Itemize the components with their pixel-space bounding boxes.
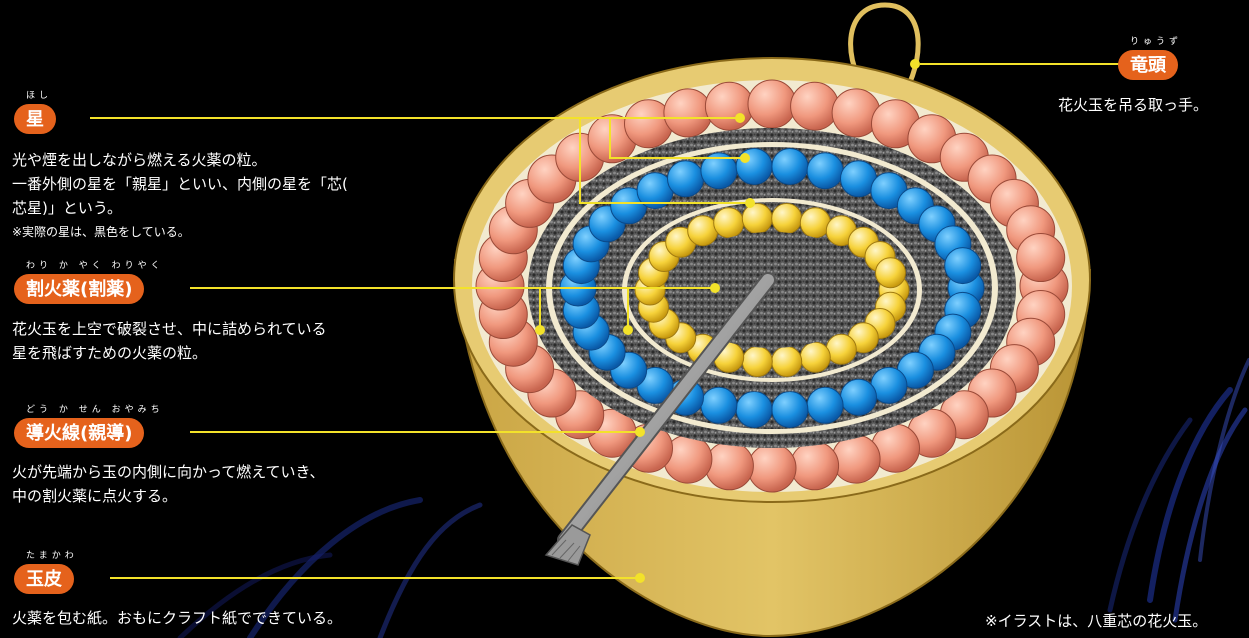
title-warikayaku: 割火薬(割薬) — [26, 279, 132, 300]
outer-star — [664, 89, 712, 137]
desc-warikayaku-line1: 花火玉を上空で破裂させ、中に詰められている — [12, 317, 327, 341]
desc-doukasen-line2: 中の割火薬に点火する。 — [12, 484, 324, 508]
outer-star — [791, 442, 839, 490]
outer-star — [705, 82, 753, 130]
yellow-star — [772, 204, 802, 234]
desc-hoshi-line1: 光や煙を出しながら燃える火薬の粒。 — [12, 148, 348, 172]
core-powder — [672, 232, 872, 348]
desc-ryuzu: 花火玉を吊る取っ手。 — [1058, 93, 1208, 117]
desc-hoshi-line2: 一番外側の星を「親星」といい、内側の星を「芯( — [12, 172, 348, 196]
desc-hoshi: 光や煙を出しながら燃える火薬の粒。 一番外側の星を「親星」といい、内側の星を「芯… — [12, 148, 348, 244]
blue-star — [736, 392, 772, 428]
blue-star — [736, 149, 772, 185]
label-doukasen: どう か せん おやみち 導火線(親導) — [14, 418, 144, 448]
footnote: ※イラストは、八重芯の花火玉。 — [985, 610, 1207, 631]
blue-star — [945, 248, 981, 284]
outer-star — [705, 442, 753, 490]
desc-warikayaku: 花火玉を上空で破裂させ、中に詰められている 星を飛ばすための火薬の粒。 — [12, 317, 327, 365]
ruby-doukasen: どう か せん おやみち — [26, 405, 132, 415]
blue-star — [701, 387, 737, 423]
yellow-star — [876, 258, 906, 288]
ruby-tamakawa: たまかわ — [26, 551, 62, 561]
outer-star — [832, 435, 880, 483]
yellow-star — [826, 334, 856, 364]
desc-doukasen-line1: 火が先端から玉の内側に向かって燃えていき、 — [12, 460, 324, 484]
outer-star — [748, 444, 796, 492]
desc-hoshi-line3: 芯星)」という。 — [12, 196, 348, 220]
blue-star — [807, 153, 843, 189]
blue-star — [668, 161, 704, 197]
desc-tamakawa-line1: 火薬を包む紙。おもにクラフト紙でできている。 — [12, 606, 342, 630]
label-ryuzu: りゅうず 竜頭 — [1118, 50, 1178, 80]
yellow-star — [800, 342, 830, 372]
yellow-star — [742, 204, 772, 234]
desc-tamakawa: 火薬を包む紙。おもにクラフト紙でできている。 — [12, 606, 342, 630]
outer-star — [1017, 234, 1065, 282]
ruby-ryuzu: りゅうず — [1130, 37, 1166, 47]
desc-hoshi-note: ※実際の星は、黒色をしている。 — [12, 220, 348, 244]
blue-star — [772, 149, 808, 185]
ruby-hoshi: ほし — [26, 91, 44, 101]
yellow-star — [772, 347, 802, 377]
ruby-warikayaku: わり か やく わりやく — [26, 261, 132, 271]
desc-warikayaku-line2: 星を飛ばすための火薬の粒。 — [12, 341, 327, 365]
blue-star — [772, 392, 808, 428]
title-hoshi: 星 — [26, 109, 44, 130]
yellow-star — [800, 208, 830, 238]
title-tamakawa: 玉皮 — [26, 569, 62, 590]
label-hoshi: ほし 星 — [14, 104, 56, 134]
blue-star — [807, 387, 843, 423]
yellow-star — [742, 347, 772, 377]
label-warikayaku: わり か やく わりやく 割火薬(割薬) — [14, 274, 144, 304]
desc-ryuzu-line1: 花火玉を吊る取っ手。 — [1058, 93, 1208, 117]
yellow-star — [714, 208, 744, 238]
outer-star — [791, 82, 839, 130]
blue-star — [841, 379, 877, 415]
desc-doukasen: 火が先端から玉の内側に向かって燃えていき、 中の割火薬に点火する。 — [12, 460, 324, 508]
title-doukasen: 導火線(親導) — [26, 423, 132, 444]
title-ryuzu: 竜頭 — [1130, 55, 1166, 76]
outer-star — [748, 80, 796, 128]
yellow-star — [688, 216, 718, 246]
label-tamakawa: たまかわ 玉皮 — [14, 564, 74, 594]
